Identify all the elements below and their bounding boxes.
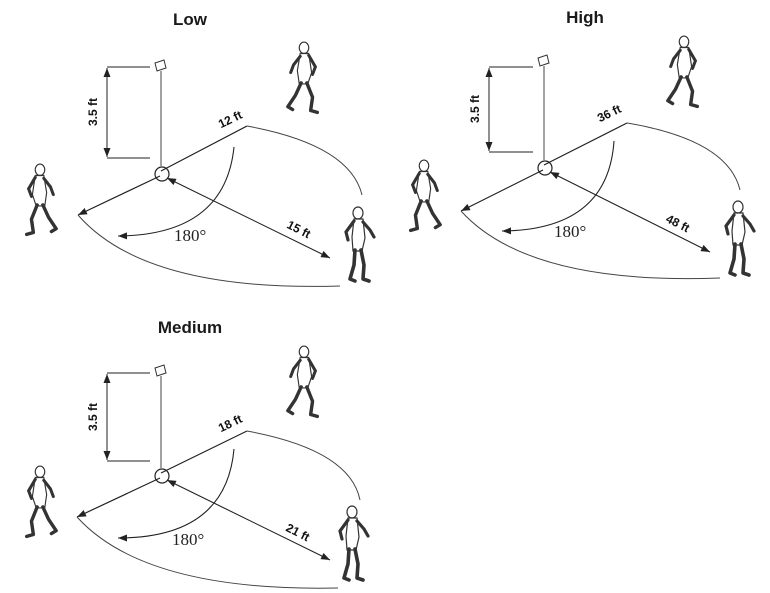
walking-person-icon [408,158,442,233]
motion-sensor-icon [154,364,170,484]
walking-person-icon [286,40,320,115]
height-dimension: 3.5 ft [86,66,150,159]
height-dimension: 3.5 ft [468,66,533,153]
motion-sensor-icon [537,54,553,176]
panel-title-high: High [566,8,604,27]
width-label: 12 ft [216,108,244,131]
depth-label: 21 ft [284,521,312,545]
walking-person-icon [344,205,376,283]
motion-sensor-icon [154,59,170,182]
walking-person-icon [724,199,756,277]
walking-person-icon [24,162,58,237]
panel-high: 3.5 ft 36 ft 48 ft 180° [408,34,756,280]
walking-person-icon [24,464,58,539]
width-label: 36 ft [595,102,623,125]
angle-label: 180° [174,226,206,245]
height-label: 3.5 ft [86,98,100,126]
detection-lines [460,122,741,280]
detection-lines [76,430,361,589]
detection-lines [77,125,363,287]
walking-person-icon [666,34,700,109]
height-dimension: 3.5 ft [86,372,150,462]
panel-title-low: Low [173,10,207,29]
depth-label: 48 ft [664,212,692,236]
angle-label: 180° [172,530,204,549]
width-label: 18 ft [216,412,244,435]
panel-title-medium: Medium [157,318,223,337]
angle-label: 180° [554,222,586,241]
walking-person-icon [338,504,370,582]
walking-person-icon [286,344,320,419]
height-label: 3.5 ft [86,403,100,431]
height-label: 3.5 ft [468,95,482,123]
panel-medium: 3.5 ft 18 ft 21 ft 180° [24,344,370,589]
panel-low: 3.5 ft 12 ft 15 ft 180° [24,40,376,287]
